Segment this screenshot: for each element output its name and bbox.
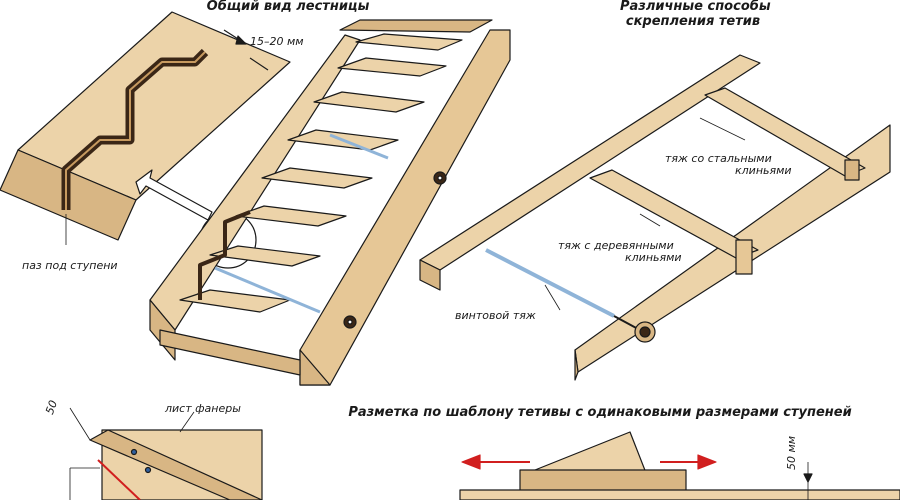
stringer-fastening [419, 54, 891, 381]
marking-template [459, 431, 900, 501]
wood-wedges-label-line1: тяж с деревянными [558, 239, 674, 252]
shift-arrows [461, 454, 717, 470]
fastening-title-line1: Различные способы [620, 0, 771, 14]
marking-title: Разметка по шаблону тетивы с одинаковыми… [348, 405, 852, 420]
wood-wedges-label-line2: клиньями [625, 251, 682, 264]
fastening-title-line2: скрепления тетив [625, 14, 761, 29]
groove-label: паз под ступени [22, 259, 118, 272]
dim-50-right: 50 мм [785, 435, 798, 470]
steel-wedges-label-line2: клиньями [735, 164, 792, 177]
groove-detail [0, 11, 291, 241]
steel-wedges-label-line1: тяж со стальными [665, 152, 772, 165]
stair-steps [179, 33, 463, 313]
groove-depth-label: 15–20 мм [250, 35, 304, 48]
plywood-label: лист фанеры [165, 402, 241, 415]
screw-tie-label: винтовой тяж [455, 309, 536, 322]
general-view-title: Общий вид лестницы [206, 0, 370, 14]
groove-dimension [223, 29, 269, 71]
plywood-template [69, 407, 263, 501]
staircase [149, 19, 511, 386]
